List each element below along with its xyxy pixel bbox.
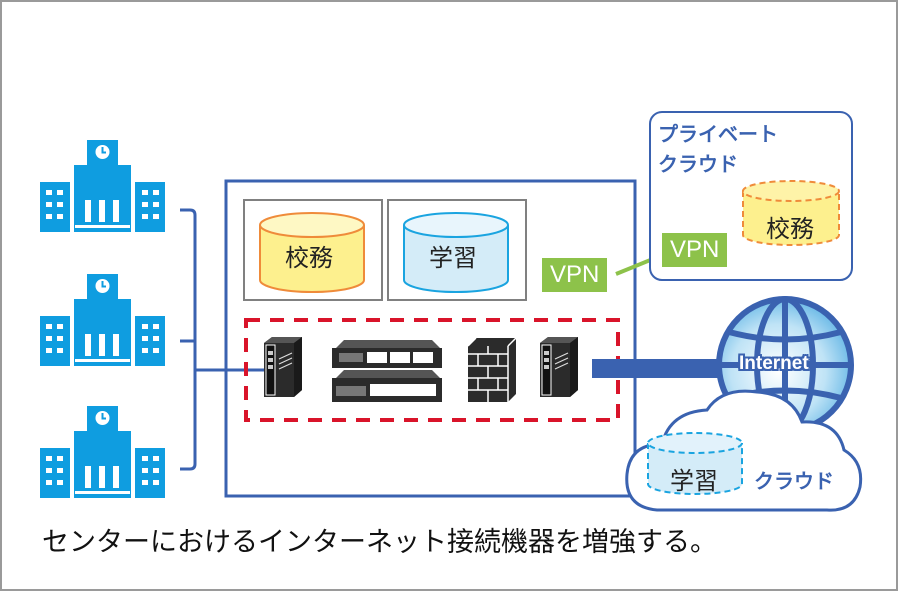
public-learning-db-label: 学習	[670, 467, 718, 495]
private-cloud-title-line1: プライベート	[658, 122, 778, 146]
learning-db-label: 学習	[429, 244, 477, 272]
private-admin-db-label: 校務	[766, 215, 814, 243]
private-cloud-title-line2: クラウド	[658, 152, 738, 176]
school-icon	[39, 273, 166, 367]
internet-label: Internet	[739, 353, 809, 374]
center-vpn-badge: VPN	[542, 258, 608, 292]
internet-uplink	[592, 359, 727, 378]
admin-db-label: 校務	[285, 244, 333, 272]
admin-database-icon	[259, 212, 365, 293]
school-icon	[39, 139, 166, 233]
firewall-icon	[467, 337, 517, 402]
learning-database-icon	[403, 212, 509, 293]
data-center-frame	[224, 179, 637, 498]
school-icon	[39, 405, 166, 499]
switch-icon	[332, 340, 442, 402]
public-learning-database-icon	[647, 432, 743, 495]
private-cloud-vpn-badge: VPN	[662, 233, 728, 267]
private-admin-database-icon	[742, 180, 840, 246]
public-cloud-label: クラウド	[754, 469, 834, 493]
server-icon	[539, 336, 579, 398]
router-icon	[263, 336, 303, 398]
diagram-caption: センターにおけるインターネット接続機器を増強する。	[42, 527, 717, 558]
